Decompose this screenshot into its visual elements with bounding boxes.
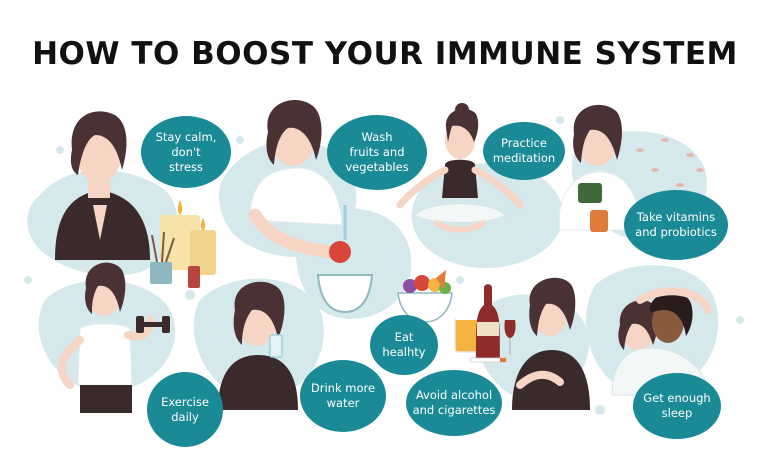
tip-label-wash: Wash fruits and vegetables <box>345 130 409 174</box>
tip-bubble-meditation: Practice meditation <box>483 122 565 180</box>
vitamins-woman-figure <box>558 104 704 232</box>
tip-bubble-eat: Eat healhty <box>370 315 438 375</box>
tip-label-eat: Eat healhty <box>382 330 426 359</box>
calm-woman-figure <box>55 111 150 260</box>
tip-bubble-sleep: Get enough sleep <box>633 373 721 439</box>
tip-label-alcohol: Avoid alcohol and cigarettes <box>412 388 496 417</box>
tip-label-exercise: Exercise daily <box>161 394 209 424</box>
meditating-woman-figure <box>396 103 524 233</box>
tip-label-water: Drink more water <box>310 381 376 410</box>
tip-bubble-stress: Stay calm, don't stress <box>141 116 231 188</box>
fruit-bowl-figure <box>397 270 453 323</box>
page-title: HOW TO BOOST YOUR IMMUNE SYSTEM <box>32 36 738 72</box>
water-woman-figure <box>218 281 298 410</box>
tip-bubble-wash: Wash fruits and vegetables <box>327 115 427 190</box>
tip-bubble-exercise: Exercise daily <box>147 372 223 447</box>
alcohol-woman-figure <box>512 277 590 410</box>
exercise-woman-figure <box>57 262 170 413</box>
tip-label-stress: Stay calm, don't stress <box>155 129 217 174</box>
tip-label-vitamins: Take vitamins and probiotics <box>635 210 717 239</box>
tip-label-meditation: Practice meditation <box>492 136 556 165</box>
tip-bubble-alcohol: Avoid alcohol and cigarettes <box>406 370 502 436</box>
tip-bubble-vitamins: Take vitamins and probiotics <box>624 190 728 260</box>
tip-bubble-water: Drink more water <box>300 360 386 432</box>
candles-icon <box>150 200 216 288</box>
tip-label-sleep: Get enough sleep <box>643 391 711 420</box>
washing-woman-figure <box>248 100 374 314</box>
alcohol-figure <box>454 284 516 363</box>
